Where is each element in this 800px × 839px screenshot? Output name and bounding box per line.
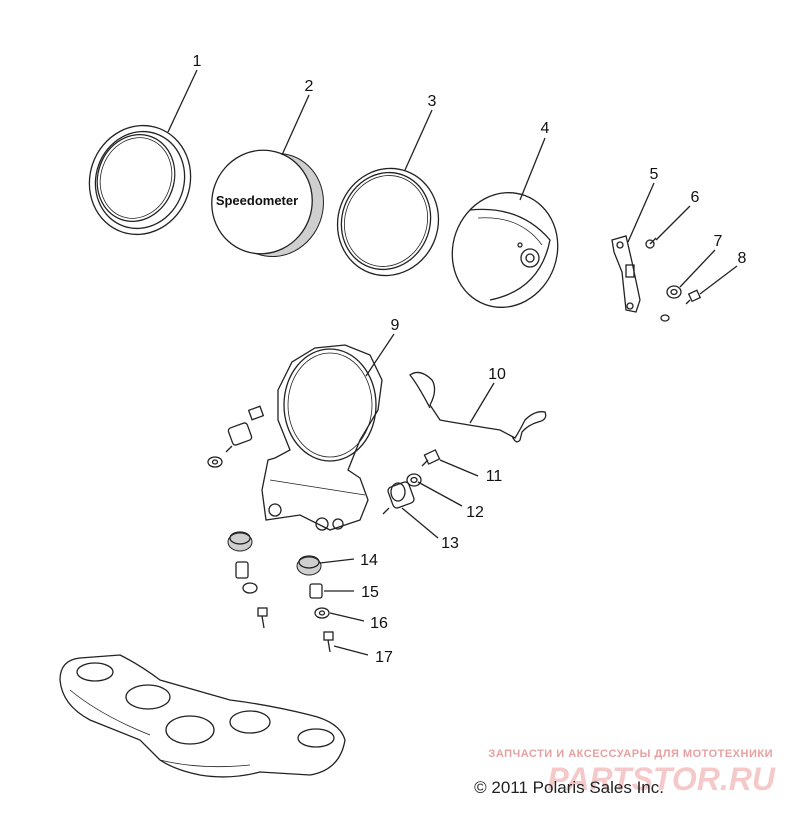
speedometer-label: Speedometer <box>216 193 298 208</box>
callout-3: 3 <box>428 93 437 110</box>
part-5-bracket <box>611 235 641 313</box>
leader-lines <box>167 69 738 656</box>
callout-13: 13 <box>441 535 459 552</box>
callout-5: 5 <box>650 166 659 183</box>
callout-11: 11 <box>486 468 503 485</box>
callout-6: 6 <box>691 189 700 206</box>
part-3-gasket-ring <box>336 167 440 277</box>
callout-14: 14 <box>360 552 378 569</box>
part-17-bolt <box>323 631 334 653</box>
watermark-logo: PARTSTOR.RU <box>547 761 775 797</box>
callout-8: 8 <box>738 250 747 267</box>
callout-7: 7 <box>714 233 723 250</box>
part-15-spacer <box>309 583 323 599</box>
part-8-screw <box>660 289 702 322</box>
part-16-washer <box>314 607 330 619</box>
callout-17: 17 <box>375 649 393 666</box>
part-7-washer <box>666 285 682 299</box>
part-10-wire-clip <box>409 371 547 443</box>
callout-10: 10 <box>488 366 506 383</box>
part-2-speedometer: Speedometer <box>211 149 324 258</box>
callout-1: 1 <box>193 53 202 70</box>
watermark-tagline: ЗАПЧАСТИ И АКСЕССУАРЫ ДЛЯ МОТОТЕХНИКИ <box>488 748 773 760</box>
copyright-notice: © 2011 Polaris Sales Inc. <box>474 778 664 797</box>
callout-2: 2 <box>305 78 314 95</box>
part-13-rubber-grommet <box>382 481 415 515</box>
part-6-screw <box>645 237 657 249</box>
triple-clamp <box>59 654 346 778</box>
part-1-bezel-ring <box>88 124 192 236</box>
callout-9: 9 <box>391 317 400 334</box>
part-9-mount-bracket <box>261 344 383 531</box>
callout-16: 16 <box>370 615 388 632</box>
callout-4: 4 <box>541 120 550 137</box>
part-11-screw <box>421 449 441 467</box>
part-14-grommet <box>296 555 322 576</box>
left-rubber-mount <box>207 405 265 468</box>
part-12-washer <box>406 473 422 487</box>
callout-12: 12 <box>466 504 484 521</box>
left-grommet-stack <box>227 531 268 629</box>
callout-15: 15 <box>361 584 379 601</box>
part-4-housing <box>451 192 559 308</box>
